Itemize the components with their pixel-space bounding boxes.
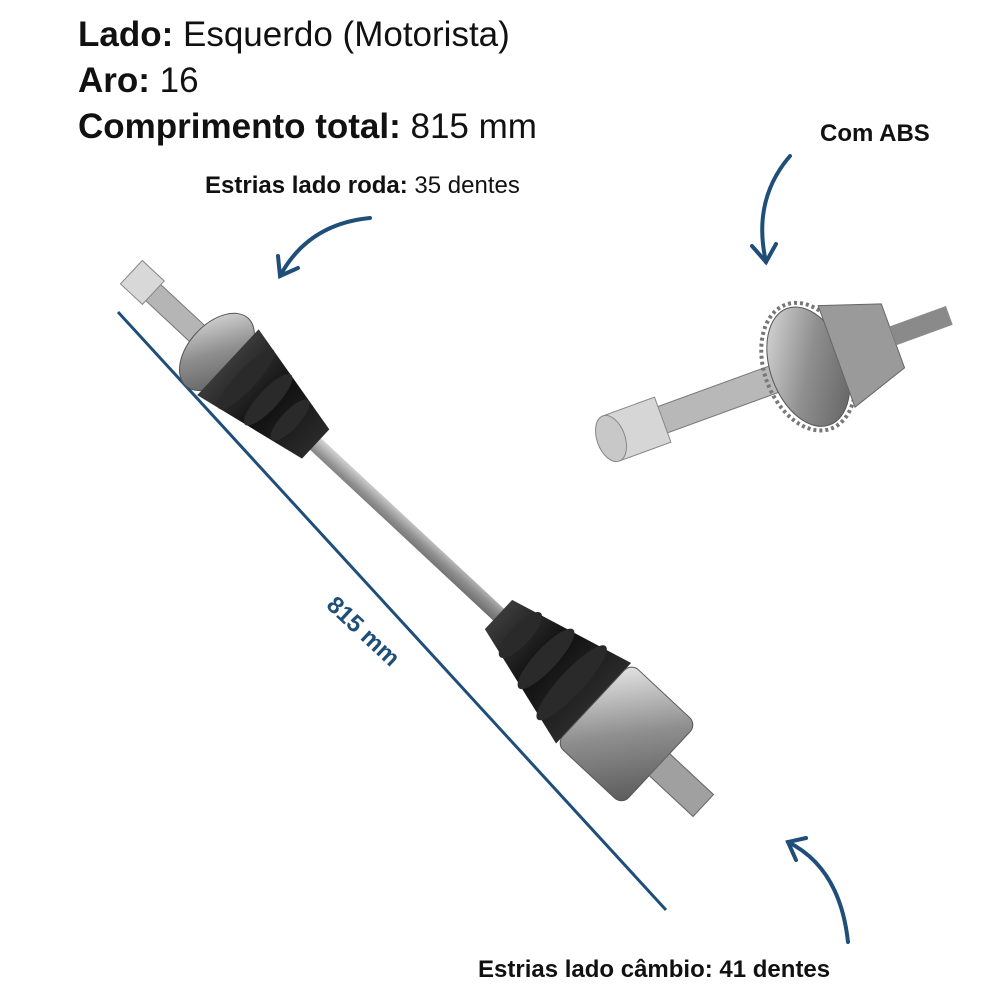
drive-shaft (119, 259, 715, 818)
side-spec: Lado: Esquerdo (Motorista) (78, 12, 537, 58)
dimension-line (116, 310, 668, 912)
spec-block: Lado: Esquerdo (Motorista) Aro: 16 Compr… (78, 12, 537, 150)
abs-callout: Com ABS (820, 120, 930, 147)
abs-detail-inset (595, 300, 953, 463)
wheel-splines-arrow (276, 216, 372, 279)
side-label: Lado: (78, 15, 174, 54)
length-value: 815 mm (410, 107, 537, 146)
rim-spec: Aro: 16 (78, 58, 537, 104)
rim-label: Aro: (78, 61, 150, 100)
wheel-splines-label: Estrias lado roda: (205, 172, 408, 199)
wheel-splines-callout: Estrias lado roda: 35 dentes (205, 172, 520, 200)
length-spec: Comprimento total: 815 mm (78, 104, 537, 150)
rim-value: 16 (159, 61, 199, 100)
wheel-splines-value: 35 dentes (414, 172, 520, 199)
gear-splines-callout: Estrias lado câmbio: 41 dentes (478, 956, 831, 983)
length-label: Comprimento total: (78, 107, 401, 146)
abs-arrow (750, 154, 792, 266)
side-value: Esquerdo (Motorista) (183, 15, 510, 54)
gear-splines-arrow (785, 836, 850, 944)
